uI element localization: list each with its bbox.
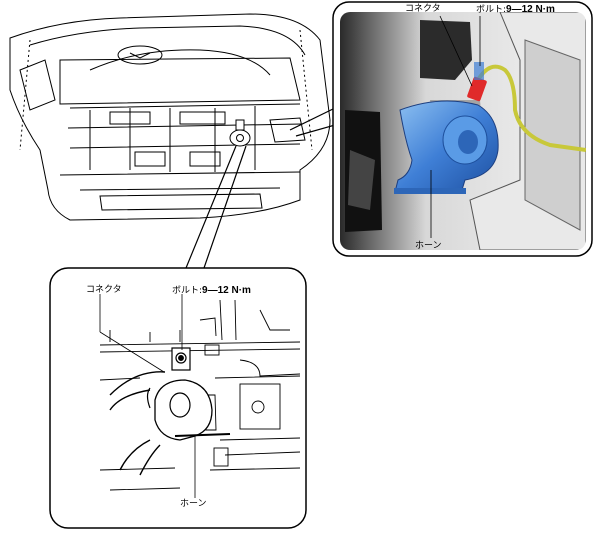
photo-callout bbox=[332, 1, 593, 257]
overview-horn-marker bbox=[229, 119, 251, 147]
drawing-horn-label: ホーン bbox=[180, 499, 207, 509]
drawing-callout bbox=[49, 267, 307, 529]
engine-bay-overview bbox=[9, 13, 331, 221]
drawing-connector-label: コネクタ bbox=[86, 285, 122, 295]
photo-bolt-label: ボルト:9—12 N·m bbox=[476, 5, 555, 15]
callout-leaders bbox=[185, 107, 336, 269]
photo-bolt-text: ボルト: bbox=[476, 5, 507, 15]
drawing-torque: 9—12 N·m bbox=[202, 285, 251, 296]
drawing-bolt-text: ボルト: bbox=[172, 286, 203, 296]
photo-horn-label: ホーン bbox=[415, 241, 442, 251]
photo-torque: 9—12 N·m bbox=[506, 4, 555, 15]
photo-connector-label: コネクタ bbox=[405, 4, 441, 14]
drawing-bolt-label: ボルト:9—12 N·m bbox=[172, 286, 251, 296]
